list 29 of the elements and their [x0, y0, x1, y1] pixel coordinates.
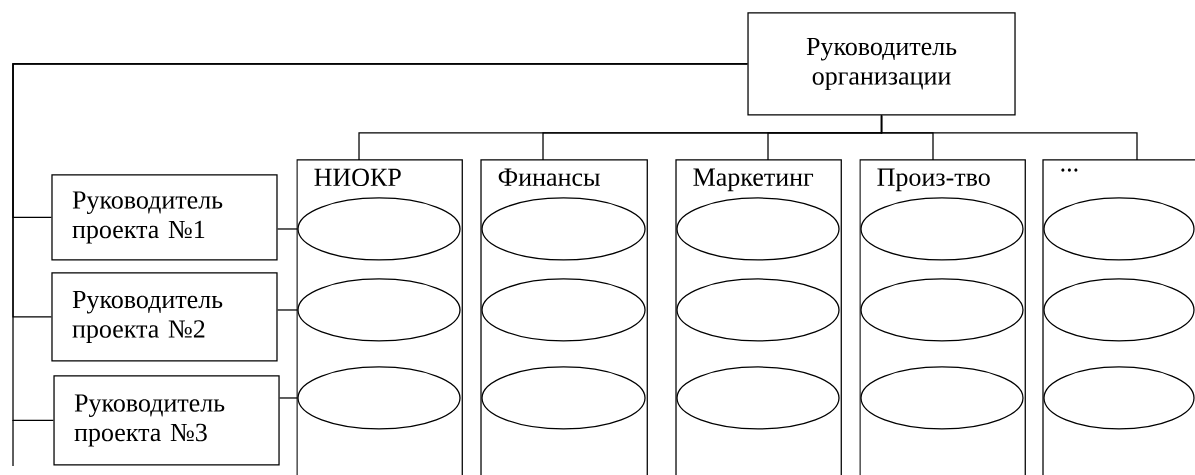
connector-line: [880, 115, 1138, 161]
oval: [860, 278, 1024, 342]
oval: [481, 278, 646, 342]
department-column: Финансы: [480, 159, 648, 475]
oval: [297, 278, 461, 342]
oval: [1043, 366, 1195, 430]
oval: [1043, 197, 1195, 261]
connector-line: [279, 397, 298, 399]
connector-line: [12, 63, 749, 422]
connector-line: [277, 228, 298, 230]
oval: [860, 366, 1024, 430]
department-column: НИОКР: [296, 159, 463, 475]
manager-box: Руководитель проекта №2: [51, 272, 278, 362]
oval: [860, 197, 1024, 261]
department-column: ...: [1042, 159, 1195, 475]
department-column: Маркетинг: [675, 159, 842, 475]
connector-line: [277, 309, 298, 311]
oval: [1043, 278, 1195, 342]
department-column: Произ-тво: [859, 159, 1026, 475]
oval: [297, 366, 461, 430]
manager-box: Руководитель организации: [747, 12, 1016, 116]
manager-box: Руководитель проекта №1: [51, 174, 278, 261]
oval: [676, 366, 840, 430]
oval: [481, 366, 646, 430]
oval: [297, 197, 461, 261]
manager-box: Руководитель проекта №3: [53, 375, 280, 466]
oval: [481, 197, 646, 261]
oval: [676, 197, 840, 261]
oval: [676, 278, 840, 342]
